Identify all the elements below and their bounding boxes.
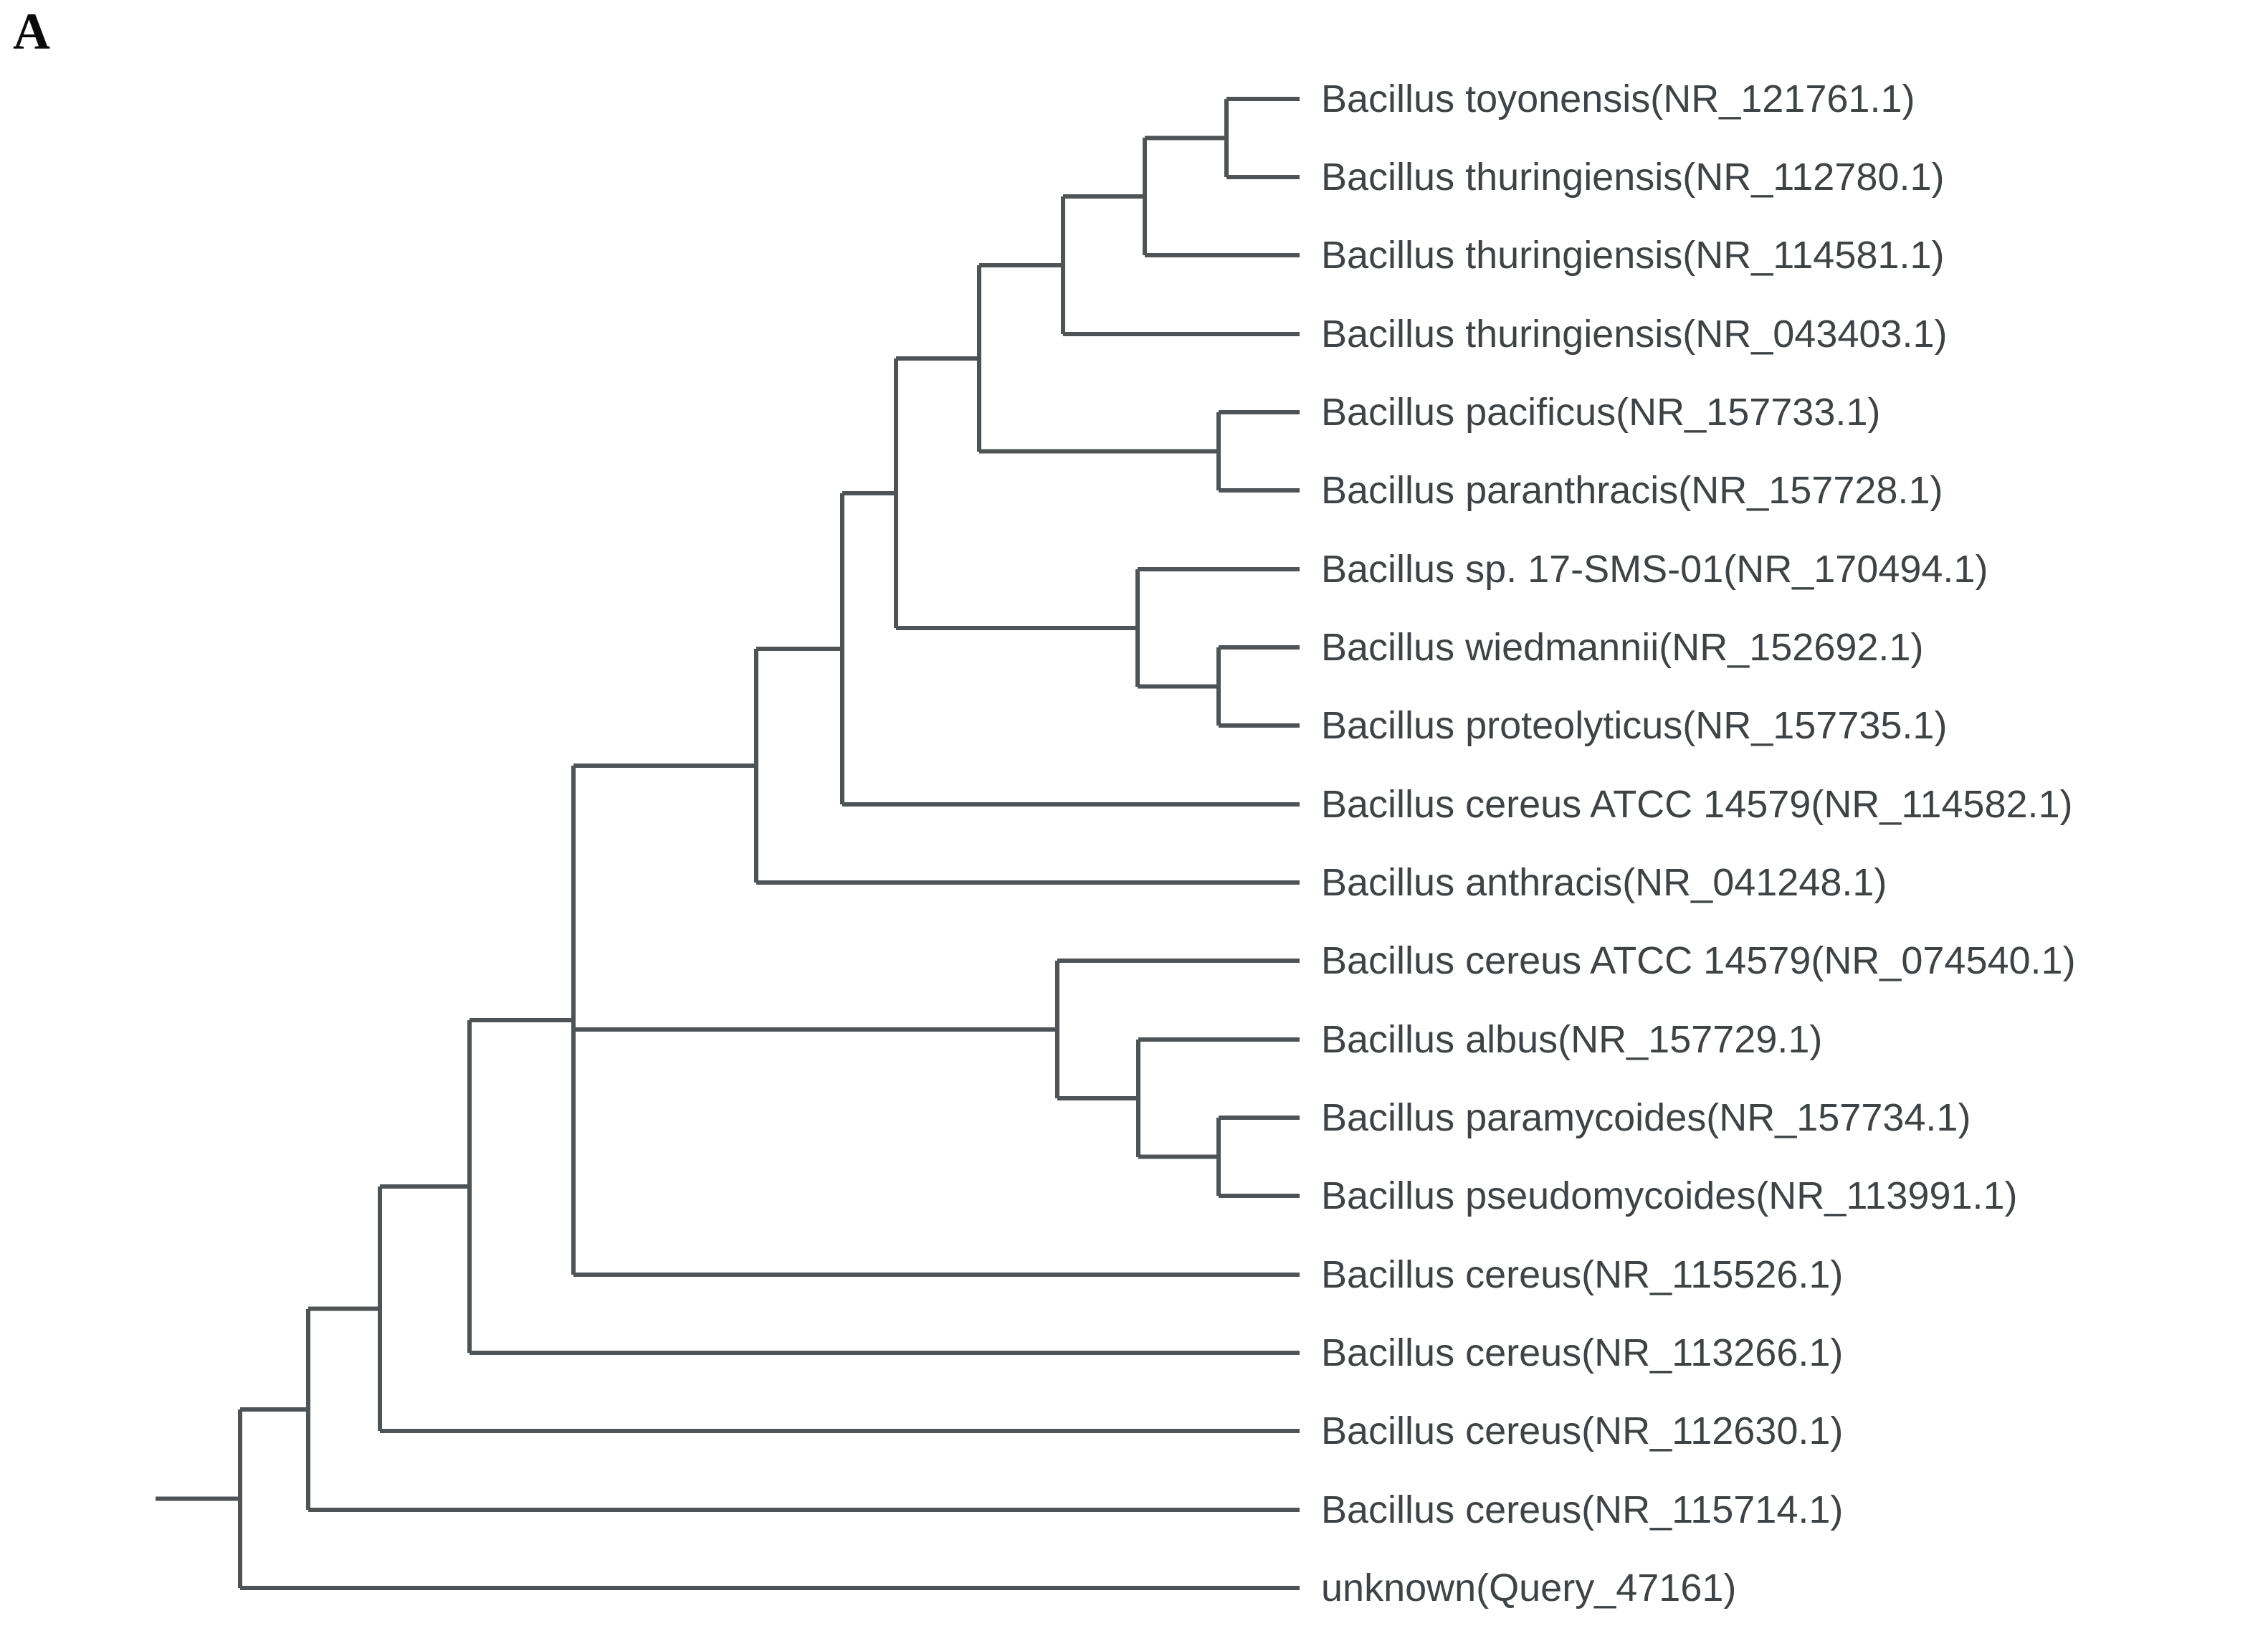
- leaf-label: Bacillus sp. 17-SMS-01(NR_170494.1): [1321, 548, 1988, 591]
- leaf-label: Bacillus thuringiensis(NR_112780.1): [1321, 156, 1945, 199]
- leaf-label: Bacillus thuringiensis(NR_114581.1): [1321, 234, 1945, 277]
- leaf-label: Bacillus cereus(NR_115526.1): [1321, 1253, 1844, 1296]
- leaf-label: Bacillus thuringiensis(NR_043403.1): [1321, 313, 1948, 356]
- leaf-label: Bacillus cereus ATCC 14579(NR_074540.1): [1321, 939, 2076, 982]
- leaf-label: Bacillus proteolyticus(NR_157735.1): [1321, 704, 1948, 747]
- leaf-label: Bacillus cereus(NR_112630.1): [1321, 1409, 1844, 1452]
- leaf-label: Bacillus pseudomycoides(NR_113991.1): [1321, 1174, 2018, 1217]
- leaf-label: Bacillus pacificus(NR_157733.1): [1321, 391, 1881, 434]
- leaf-label: Bacillus wiedmannii(NR_152692.1): [1321, 626, 1924, 669]
- leaf-label: unknown(Query_47161): [1321, 1566, 1737, 1609]
- leaf-label: Bacillus anthracis(NR_041248.1): [1321, 861, 1887, 904]
- leaf-label: Bacillus cereus(NR_113266.1): [1321, 1331, 1844, 1374]
- leaf-label: Bacillus cereus ATCC 14579(NR_114582.1): [1321, 783, 2073, 826]
- tree-branch-group: [156, 97, 1300, 1590]
- leaf-label: Bacillus albus(NR_157729.1): [1321, 1018, 1823, 1061]
- leaf-label: Bacillus cereus(NR_115714.1): [1321, 1488, 1844, 1531]
- panel-label-a: A: [13, 3, 50, 60]
- leaf-label: Bacillus toyonensis(NR_121761.1): [1321, 77, 1915, 120]
- leaf-label: Bacillus paramycoides(NR_157734.1): [1321, 1096, 1971, 1139]
- leaf-label: Bacillus paranthracis(NR_157728.1): [1321, 469, 1943, 512]
